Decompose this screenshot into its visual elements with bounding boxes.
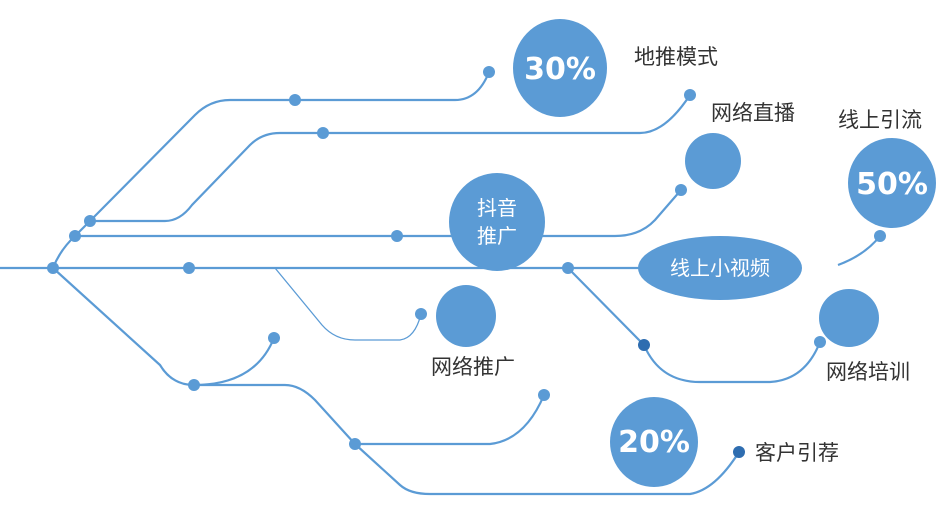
referral-circle [610, 397, 698, 487]
referral-label: 客户引荐 [755, 441, 839, 465]
node-dot-dark [733, 446, 745, 458]
node-dot [188, 379, 200, 391]
node-dot [391, 230, 403, 242]
ground-push-circle [513, 19, 607, 117]
node-dot [814, 336, 826, 348]
ground-push-label: 地推模式 [634, 45, 718, 69]
node-dot [268, 332, 280, 344]
branch-web-training [567, 267, 822, 384]
node-dot [183, 262, 195, 274]
node-dot [562, 262, 574, 274]
node-dot [874, 230, 886, 242]
web-training-label: 网络培训 [826, 360, 910, 384]
web-promo-label: 网络推广 [431, 355, 515, 379]
node-dot [483, 66, 495, 78]
branch-douyin [75, 189, 682, 238]
node-dot [47, 262, 59, 274]
online-traffic-circle [848, 138, 936, 228]
douyin-label: 抖音推广 [477, 196, 517, 248]
branch-ground-push [51, 71, 491, 269]
branch-live-stream [90, 94, 691, 223]
node-dot-dark [638, 339, 650, 351]
web-promo-circle [436, 285, 496, 347]
node-dot [415, 308, 427, 320]
branch-web-promo [274, 267, 422, 341]
live-stream-label: 网络直播 [711, 101, 795, 125]
web-training-circle [819, 289, 879, 347]
node-dot [684, 89, 696, 101]
node-dot [675, 184, 687, 196]
node-dot [317, 127, 329, 139]
node-dot [349, 438, 361, 450]
node-dot [289, 94, 301, 106]
douyin-circle [449, 173, 545, 271]
node-dot [84, 215, 96, 227]
branch-lower-2 [194, 383, 546, 446]
short-video-label: 线上小视频 [670, 256, 770, 280]
live-stream-circle [685, 133, 741, 189]
referral-percent: 20% [618, 425, 690, 460]
branch-online-traffic [837, 235, 881, 267]
short-video-ellipse [638, 236, 802, 300]
online-traffic-percent: 50% [856, 167, 928, 202]
node-dot [538, 389, 550, 401]
branch-referral [354, 443, 740, 496]
branch-lower [52, 267, 276, 387]
node-dot [69, 230, 81, 242]
online-traffic-label: 线上引流 [838, 108, 922, 132]
ground-push-percent: 30% [524, 52, 596, 87]
